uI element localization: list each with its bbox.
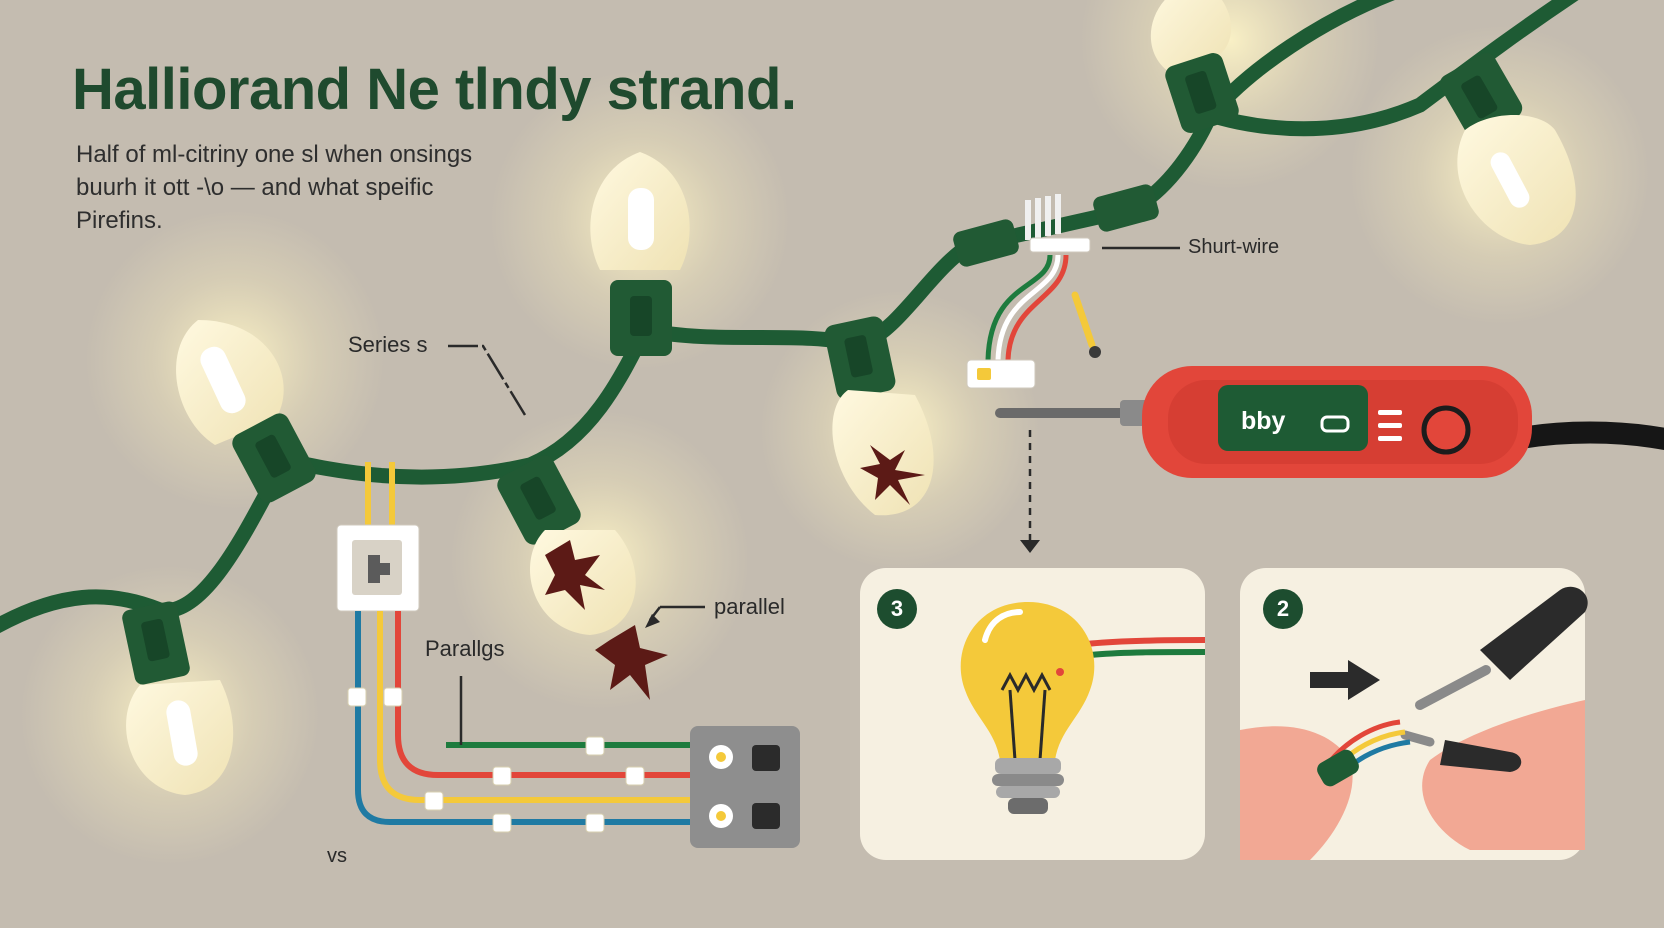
- tester-readout: bby: [1241, 407, 1286, 435]
- shunt-wire-label: Shurt-wire: [1188, 236, 1280, 258]
- pliers-icon: [1400, 586, 1588, 772]
- arrow-icon: [1310, 660, 1380, 700]
- step-panel-2: [1240, 568, 1588, 860]
- subtitle: Half of ml-citriny one sl when onsings b…: [76, 138, 546, 237]
- hand-icon: [1240, 726, 1353, 860]
- series-label: Series s: [348, 332, 428, 357]
- arrow-icon: [1020, 540, 1040, 553]
- switch-icon: [368, 555, 390, 583]
- parallel-upper-label: Parallgs: [425, 636, 505, 661]
- subtitle-line: buurh it ott -\o — and what speific: [76, 174, 434, 201]
- parallel-label: parallel: [714, 594, 785, 619]
- bulb-icon: [122, 601, 234, 795]
- connector-block-icon: [690, 726, 800, 848]
- cord-clip: [953, 219, 1019, 267]
- bulb-icon: [1439, 52, 1576, 245]
- subtitle-line: Half of ml-citriny one sl when onsings: [76, 141, 473, 168]
- bulb-icon: [1150, 0, 1239, 133]
- burnt-bulb-icon: [497, 455, 668, 700]
- vs-label: vs: [327, 845, 347, 867]
- bulb-icon: [960, 602, 1095, 814]
- parallel-wiring: [336, 462, 690, 833]
- step-badge-3: 3: [877, 589, 917, 629]
- series-leader: [448, 344, 527, 416]
- cord-clip: [1093, 184, 1159, 232]
- subtitle-line: Pirefins.: [76, 207, 163, 234]
- step-panel-3: [860, 568, 1206, 860]
- bulb-icon: [176, 320, 316, 503]
- step-badge-2: 2: [1263, 589, 1303, 629]
- bulb-icon: [590, 152, 690, 356]
- page-title: Halliorand Ne tlndy strand.: [72, 57, 797, 122]
- burnt-bulb-icon: [824, 316, 934, 516]
- shunt-wire: [966, 194, 1101, 389]
- tester-icon: [995, 366, 1664, 478]
- hand-icon: [1422, 700, 1585, 850]
